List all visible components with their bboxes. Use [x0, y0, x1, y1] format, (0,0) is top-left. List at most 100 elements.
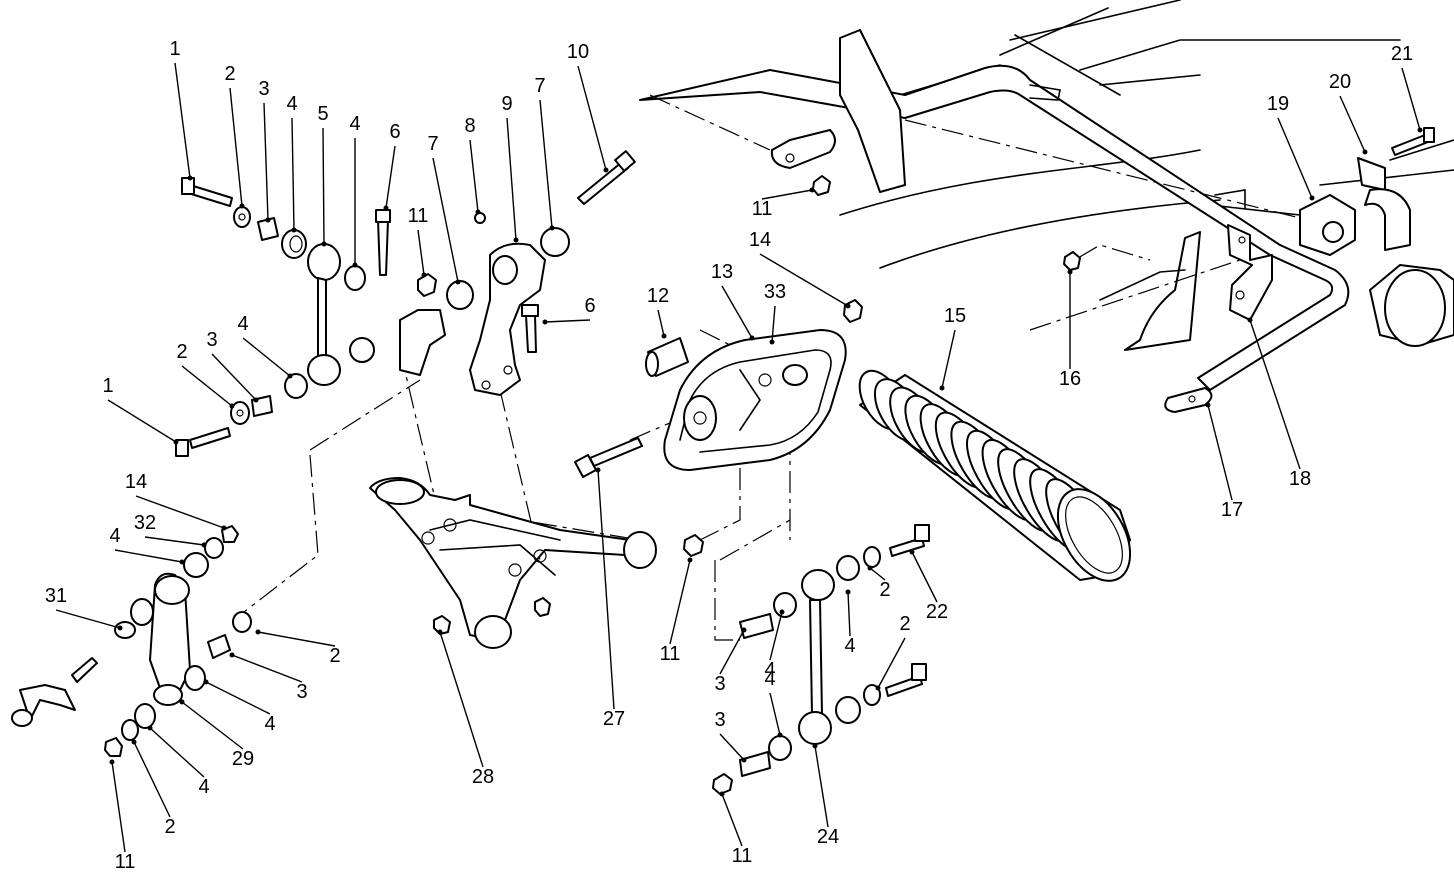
leader-c22: [911, 551, 938, 603]
callout-c3b: 3: [206, 329, 217, 351]
leader-dot-c4b: [352, 262, 358, 268]
leader-c33: [771, 305, 776, 343]
leader-dot-c3c: [229, 652, 235, 658]
spring-housing: [663, 329, 847, 471]
leader-dot-c7a: [455, 279, 461, 285]
callout-c2f: 2: [899, 613, 910, 635]
leader-dot-c4h: [779, 609, 785, 615]
leader-c21: [1401, 67, 1421, 131]
leader-dot-c8: [475, 209, 481, 215]
leader-dot-c11c: [109, 759, 115, 765]
callout-c3a: 3: [258, 78, 269, 100]
leader-dot-c2b: [229, 403, 235, 409]
leader-dot-c24: [812, 743, 818, 749]
leader-dot-c3e: [741, 757, 747, 763]
callout-c14b: 14: [125, 471, 147, 493]
callout-c4c: 4: [237, 313, 248, 335]
callout-c4b: 4: [349, 113, 360, 135]
callout-c15: 15: [944, 305, 966, 327]
leader-dot-c27: [595, 467, 601, 473]
callout-c5: 5: [317, 103, 328, 125]
leader-dot-c4d: [179, 559, 185, 565]
callout-c2e: 2: [879, 579, 890, 601]
callout-c1b: 1: [102, 375, 113, 397]
leader-dot-c2f: [875, 685, 881, 691]
leader-c3e: [719, 733, 745, 761]
callout-c17: 17: [1221, 499, 1243, 521]
callout-c7b: 7: [534, 75, 545, 97]
stabilizer-bracket: [1357, 157, 1411, 251]
leader-dot-c4c: [287, 373, 293, 379]
callout-c6b: 6: [584, 295, 595, 317]
leader-dot-c10: [603, 167, 609, 173]
callout-c11d: 11: [660, 643, 681, 665]
leader-c10: [577, 65, 607, 171]
callout-c21: 21: [1391, 43, 1413, 65]
leader-dot-c5: [321, 241, 327, 247]
bolt-27: [574, 437, 643, 478]
leader-c2f: [877, 637, 906, 689]
leader-c11b: [761, 189, 813, 200]
callout-c12: 12: [647, 285, 669, 307]
callout-c3d: 3: [714, 673, 725, 695]
leader-dot-c22: [909, 549, 915, 555]
leader-dot-c11b: [809, 187, 815, 193]
callout-c4g: 4: [844, 635, 855, 657]
leader-c2e: [869, 567, 886, 581]
leader-c18: [1249, 319, 1301, 470]
callout-c4f: 4: [198, 776, 209, 798]
callout-c27: 27: [603, 708, 625, 730]
leader-dot-c3b: [253, 397, 259, 403]
nut-16: [1063, 251, 1081, 271]
callout-leaders: [55, 62, 1423, 853]
leader-dot-c9: [513, 237, 519, 243]
leader-dot-c2e: [867, 565, 873, 571]
leader-dot-c4e: [203, 679, 209, 685]
leader-dot-c19: [1309, 195, 1315, 201]
leader-c6a: [385, 145, 396, 209]
leader-c3a: [263, 102, 269, 221]
stabilizer-bushing: [1299, 194, 1356, 256]
leader-dot-c4g: [845, 589, 851, 595]
leader-dot-c14b: [221, 525, 227, 531]
leader-dot-c1a: [187, 175, 193, 181]
callout-c2d: 2: [164, 816, 175, 838]
leader-c8: [469, 139, 479, 213]
leader-c1b: [107, 399, 177, 443]
leader-c12: [657, 309, 665, 337]
callout-c4h: 4: [764, 659, 775, 681]
leader-c4c: [242, 337, 291, 377]
leader-c2c: [257, 631, 336, 647]
leader-c24: [814, 745, 829, 828]
leader-c3b: [211, 353, 257, 401]
alignment-lines: [239, 94, 1301, 641]
leader-c4a: [291, 117, 295, 231]
leader-c9: [506, 117, 517, 241]
callout-c11e: 11: [732, 845, 753, 867]
leader-dot-c14a: [845, 303, 851, 309]
leader-dot-c32: [201, 542, 207, 548]
leader-c20: [1339, 95, 1366, 153]
leader-dot-c11a: [421, 272, 427, 278]
callout-c14a: 14: [749, 229, 771, 251]
leader-c14b: [135, 495, 225, 529]
leader-c4g: [847, 591, 851, 637]
leader-c11c: [111, 761, 126, 853]
bolt-10: [577, 150, 636, 205]
upper-shock-assembly: [175, 177, 446, 457]
frame-gusset: [1099, 231, 1201, 351]
leader-dot-c15: [939, 385, 945, 391]
callout-c10: 10: [567, 41, 589, 63]
frame-tube: [1369, 264, 1454, 347]
leader-c15: [941, 329, 956, 389]
leader-dot-c4i: [777, 732, 783, 738]
leader-c7a: [432, 157, 459, 283]
leader-c4i: [769, 692, 781, 736]
leader-dot-c18: [1247, 317, 1253, 323]
leader-c2d: [133, 741, 171, 818]
nut-14: [843, 299, 863, 323]
leader-c6b: [544, 319, 591, 323]
callout-c18: 18: [1289, 468, 1311, 490]
callout-c31: 31: [45, 585, 67, 607]
